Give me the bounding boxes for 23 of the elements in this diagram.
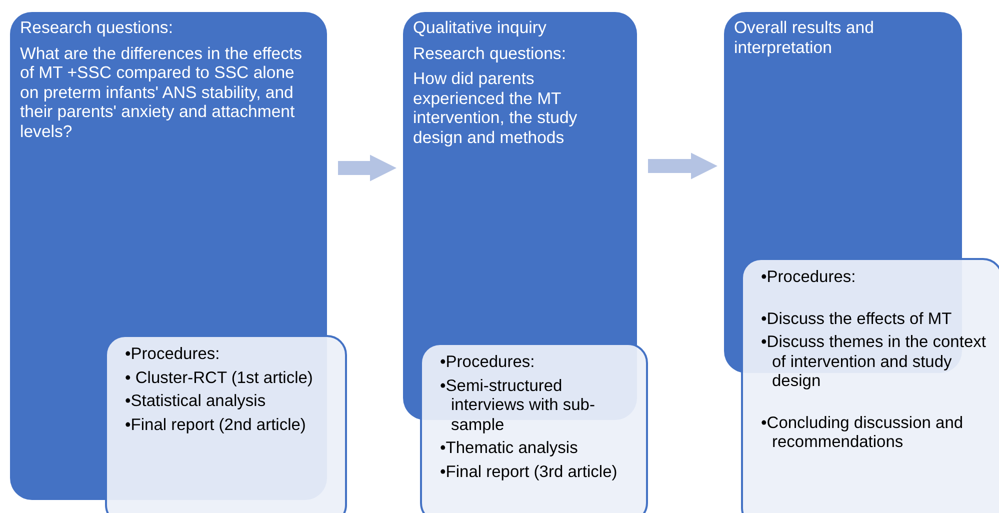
bullet-item: •Procedures:: [761, 268, 857, 288]
heading-text: Qualitative inquiry: [413, 18, 548, 38]
bullet-item: •Concluding discussion and recommendations: [761, 414, 964, 452]
question-text: What are the differences in the effects of MT +SSC compared to SSC alone on preterm infants' ANS stability, and their parents' anxiety and attachment levels?: [20, 44, 304, 141]
heading-text: Research questions:: [20, 18, 174, 38]
arrow: [338, 154, 397, 182]
procedures-card: [741, 258, 999, 513]
procedures-card: [105, 335, 347, 513]
bullet-item: • Cluster-RCT (1st article): [125, 368, 314, 388]
bullet-item: •Semi-structured interviews with sub-sample: [440, 376, 596, 435]
heading-text: Overall results and interpretation: [734, 18, 875, 57]
question-text: How did parents experienced the MT intervention, the study design and methods: [413, 69, 578, 147]
bullet-item: •Thematic analysis: [440, 439, 579, 458]
bullet-item: •Statistical analysis: [125, 392, 267, 412]
heading-text: Research questions:: [413, 44, 567, 63]
bullet-item: •Discuss the effects of MT: [761, 310, 953, 329]
bullet-item: •Final report (3rd article): [440, 462, 618, 482]
bullet-item: •Discuss themes in the context of intervention and study design: [761, 333, 987, 392]
bullet-item: •Procedures:: [125, 345, 221, 364]
procedures-card: [420, 343, 648, 513]
bullet-item: •Final report (2nd article): [125, 416, 307, 435]
bullet-item: •Procedures:: [440, 353, 536, 372]
arrow: [648, 152, 718, 180]
